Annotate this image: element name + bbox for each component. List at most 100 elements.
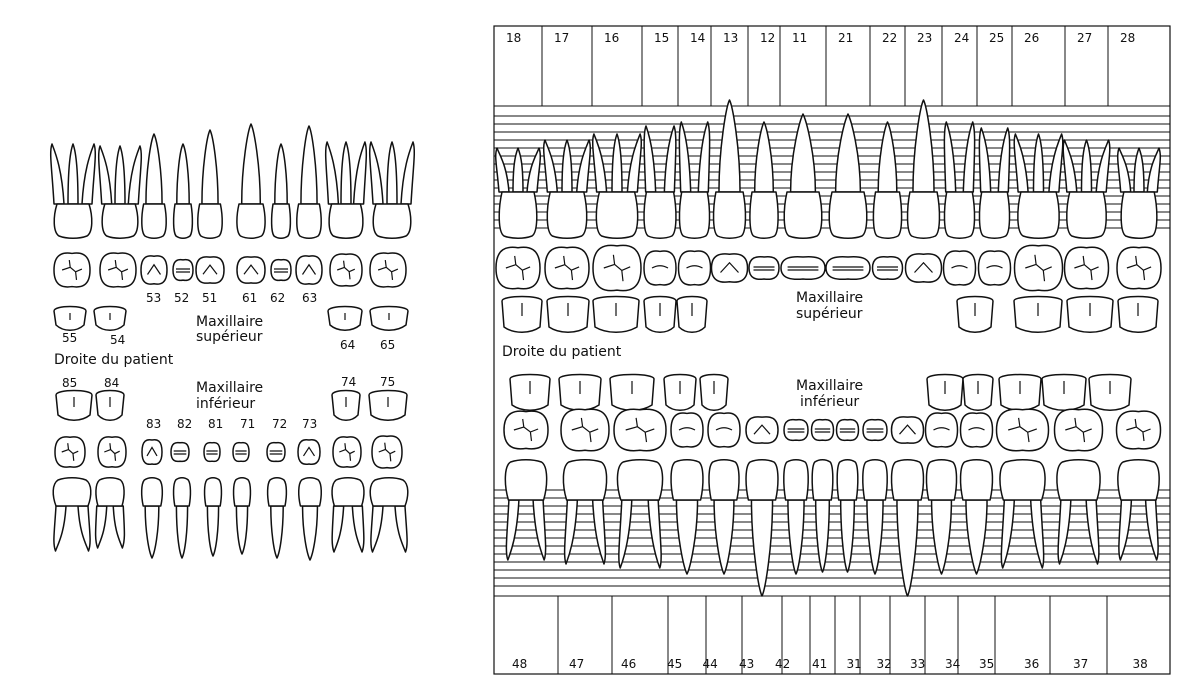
tooth-root (300, 125, 318, 205)
tooth-crown (172, 203, 194, 239)
occlusal-surface (783, 418, 809, 442)
tooth-root (386, 141, 398, 205)
tooth-crown (328, 203, 364, 239)
tooth-crown (369, 477, 409, 507)
permanent-lower-teeth (503, 373, 1162, 597)
tooth-groove (1126, 418, 1151, 442)
tooth-groove (107, 260, 129, 280)
tooth-number: 13 (723, 31, 738, 45)
tooth-crown (140, 477, 164, 507)
tooth-crown (595, 191, 639, 239)
tooth-groove (302, 263, 316, 275)
tooth-root (1000, 499, 1016, 569)
occlusal-surface (54, 436, 86, 468)
tooth-groove (678, 427, 696, 431)
tooth-number: 27 (1077, 31, 1092, 45)
tooth-root (1013, 133, 1029, 193)
tooth-root (1118, 499, 1133, 561)
tooth-groove (839, 428, 856, 433)
tooth-crown (828, 191, 868, 239)
tooth-number: 26 (1024, 31, 1039, 45)
tooth-root (50, 143, 65, 205)
tooth-groove (173, 450, 187, 455)
occlusal-surface (707, 412, 741, 448)
tooth-root (53, 505, 67, 552)
occlusal-surface (1063, 246, 1110, 290)
tooth-number: 43 (739, 657, 754, 671)
tooth-groove (302, 446, 316, 457)
tooth-number: 34 (945, 657, 960, 671)
tooth-root (912, 99, 935, 193)
tooth-root (1144, 499, 1159, 561)
tooth-number: 33 (910, 657, 925, 671)
tooth-groove (269, 450, 283, 455)
tooth-groove (176, 268, 190, 273)
tooth-number: 53 (146, 291, 161, 305)
tooth-groove (968, 427, 985, 431)
tooth-groove (603, 254, 631, 282)
occlusal-surface (369, 252, 407, 288)
tooth-root (866, 499, 884, 575)
tooth-crown (232, 477, 252, 507)
tooth-groove (274, 268, 288, 273)
tooth-number: 51 (202, 291, 217, 305)
tooth-crown (925, 459, 958, 501)
tooth-root (1029, 499, 1045, 569)
tooth-root (512, 147, 524, 193)
tooth-root (206, 505, 220, 557)
occlusal-surface (825, 255, 871, 281)
tooth-crown (498, 191, 538, 239)
tooth-number: 22 (882, 31, 897, 45)
occlusal-surface (329, 253, 363, 287)
right-lower-jaw-label-2: inférieur (800, 394, 859, 410)
tooth-number: 46 (621, 657, 636, 671)
tooth-root (675, 499, 699, 575)
tooth-root (1032, 133, 1045, 193)
occlusal-surface (1115, 410, 1162, 450)
tooth-crown (504, 459, 548, 501)
tooth-root (301, 505, 319, 561)
occlusal-surface (745, 416, 779, 444)
tooth-crown (203, 477, 223, 507)
tooth-groove (339, 443, 355, 461)
tooth-groove (1025, 254, 1052, 282)
tooth-groove (753, 424, 771, 435)
tooth-root (814, 499, 831, 573)
tooth-groove (554, 255, 580, 281)
tooth-number: 37 (1073, 657, 1088, 671)
tooth-groove (651, 265, 669, 269)
tooth-root (563, 499, 579, 565)
tooth-crown (1066, 191, 1107, 239)
tooth-groove (571, 417, 599, 443)
tooth-root (1062, 139, 1078, 193)
tooth-crown (890, 459, 925, 501)
permanent-upper-teeth (495, 99, 1162, 333)
tooth-root (930, 499, 953, 575)
tooth-groove (202, 264, 218, 275)
right-side-label: Droite du patient (502, 344, 622, 360)
tooth-crown (836, 459, 859, 501)
tooth-root (77, 505, 91, 552)
tooth-number: 52 (174, 291, 189, 305)
tooth-number: 25 (989, 31, 1004, 45)
tooth-crown (678, 191, 711, 239)
tooth-root (235, 505, 249, 555)
tooth-root (94, 505, 108, 549)
tooth-groove (715, 427, 733, 431)
tooth-root (618, 499, 633, 569)
tooth-root (240, 123, 262, 205)
tooth-root (145, 133, 163, 205)
tooth-number: 72 (272, 417, 287, 431)
occlusal-surface (977, 250, 1012, 286)
tooth-crown (906, 191, 941, 239)
occlusal-surface (904, 253, 943, 283)
occlusal-surface (266, 441, 286, 463)
tooth-number: 21 (838, 31, 853, 45)
tooth-crown (811, 459, 834, 501)
tooth-number: 55 (62, 331, 77, 345)
tooth-crown (1120, 191, 1158, 239)
right-upper-jaw-label-2: supérieur (796, 306, 863, 322)
tooth-crown (959, 459, 994, 501)
tooth-root (896, 499, 919, 597)
tooth-root (713, 499, 735, 575)
